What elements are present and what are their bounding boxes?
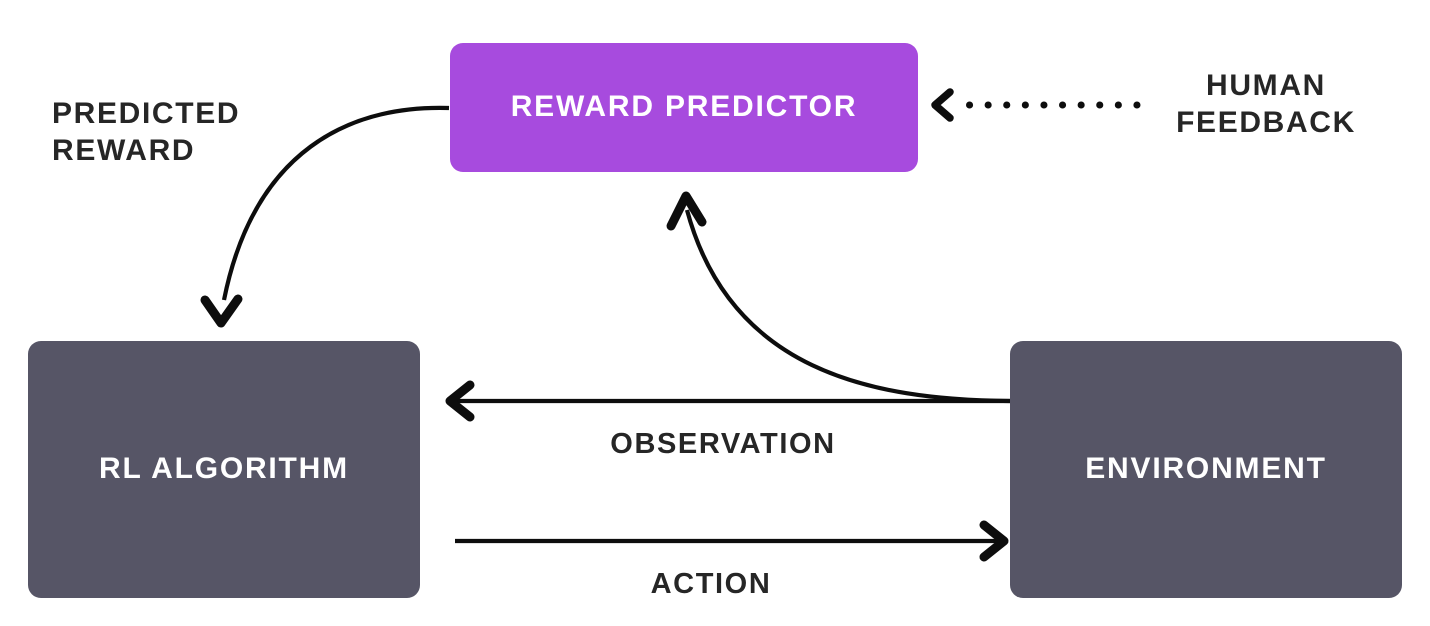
edge-label-observation: OBSERVATION [610, 428, 836, 460]
edge-label-action: ACTION [650, 568, 772, 600]
node-rl-algorithm-label: RL ALGORITHM [99, 452, 349, 486]
human-feedback-arrow [931, 88, 1141, 122]
action-arrow [455, 520, 1009, 562]
environment-to-predictor-arrow [666, 191, 1011, 404]
node-reward-predictor-label: REWARD PREDICTOR [510, 90, 858, 124]
node-environment[interactable]: ENVIRONMENT [1010, 341, 1402, 598]
edge-label-predicted-reward: PREDICTED REWARD [52, 97, 241, 167]
observation-arrow [445, 380, 1010, 422]
node-rl-algorithm[interactable]: RL ALGORITHM [28, 341, 420, 598]
node-environment-label: ENVIRONMENT [1085, 452, 1327, 486]
predicted-reward-arrow [200, 105, 450, 328]
edge-label-human-feedback: HUMAN FEEDBACK [1176, 69, 1356, 139]
node-reward-predictor[interactable]: REWARD PREDICTOR [450, 43, 918, 172]
